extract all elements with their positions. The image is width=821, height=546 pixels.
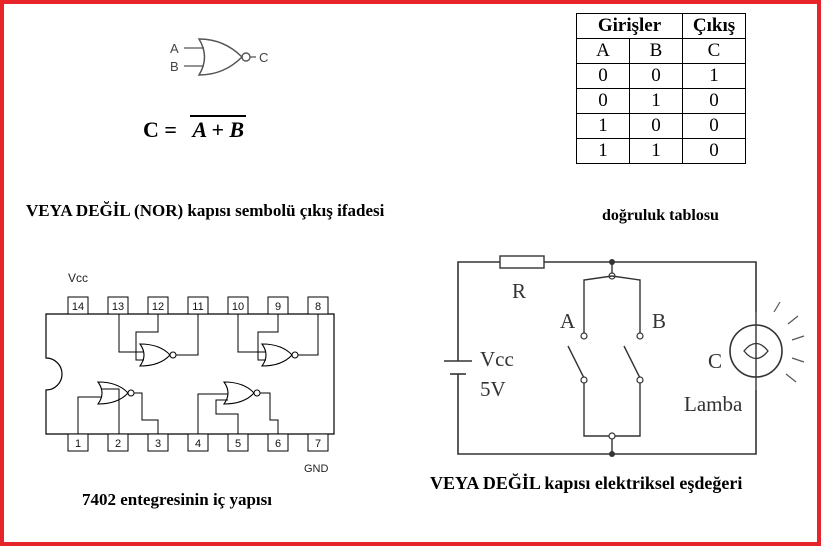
ic-pin-number: 3	[155, 438, 161, 450]
branch-b-top-wire	[611, 275, 641, 334]
switch-a-blade	[567, 345, 585, 379]
ic-pin-number: 6	[275, 438, 281, 450]
nor-gate-2	[197, 381, 279, 434]
ic-pin-number: 9	[275, 301, 281, 313]
switch-b-pivot	[636, 376, 644, 384]
table-row: 0 1 0	[576, 88, 746, 114]
ic-pin-box	[307, 433, 329, 452]
top-pin-row: 14 13 12 11 10 9 8	[67, 296, 329, 315]
vcc-pin-label: Vcc	[68, 271, 88, 285]
circuit-caption: VEYA DEĞİL kapısı elektriksel eşdeğeri	[430, 473, 743, 493]
bottom-junction-node	[609, 451, 615, 457]
bottom-terminal-node	[608, 432, 616, 440]
lamp-rays	[773, 301, 805, 383]
cell: 0	[629, 63, 683, 89]
ic-pin-number: 13	[112, 301, 124, 313]
ic-pin-number: 7	[315, 438, 321, 450]
switch-a-contact	[580, 332, 588, 340]
source-label: Vcc	[480, 347, 514, 371]
ic-pin-box	[67, 296, 89, 315]
resistor	[499, 255, 545, 269]
gnd-pin-label: GND	[304, 463, 329, 475]
table-row: 1 1 0	[576, 138, 746, 164]
switch-b-contact	[636, 332, 644, 340]
table-row: 0 0 1	[576, 63, 746, 89]
expression-lhs: C =	[143, 117, 177, 142]
ic-pin-number: 12	[152, 301, 164, 313]
or-body-shape	[197, 38, 244, 76]
cell: 0	[682, 113, 746, 139]
switch-b-blade	[623, 345, 641, 379]
expression-rhs: A + B	[190, 115, 247, 142]
table-row: 1 0 0	[576, 113, 746, 139]
ic-pin-number: 2	[115, 438, 121, 450]
output-expression: C = A + B	[143, 115, 247, 143]
nor-gate-symbol: A B C	[170, 38, 268, 76]
truth-table-columns: A B C	[576, 38, 746, 64]
switch-b-label: B	[652, 309, 666, 333]
cell: 1	[576, 113, 630, 139]
column-b: B	[629, 38, 683, 64]
resistor-label: R	[512, 279, 526, 303]
ic-pin-number: 14	[72, 301, 84, 313]
bottom-pin-row: 1 2 3 4 5 6 7	[67, 433, 329, 452]
table-caption: doğruluk tablosu	[602, 207, 719, 224]
ic-pin-box	[107, 433, 129, 452]
column-a: A	[576, 38, 630, 64]
ic-pin-number: 10	[232, 301, 244, 313]
header-inputs: Girişler	[576, 13, 683, 39]
cell: 0	[682, 138, 746, 164]
cell: 1	[629, 138, 683, 164]
switch-a-label: A	[560, 309, 576, 333]
ic-pin-number: 5	[235, 438, 241, 450]
ic-pin-number: 8	[315, 301, 321, 313]
nor-gate-3	[118, 314, 199, 367]
lamp-label: C	[708, 349, 722, 373]
lamp-filament	[743, 342, 769, 360]
symbol-caption: VEYA DEĞİL (NOR) kapısı sembolü çıkış if…	[26, 201, 385, 220]
source-value: 5V	[480, 377, 506, 401]
switch-a-pivot	[580, 376, 588, 384]
header-output: Çıkış	[682, 13, 746, 39]
chip-body	[45, 313, 335, 435]
ic-pin-number: 4	[195, 438, 201, 450]
symbol-input-a-label: A	[170, 41, 179, 56]
wire-top-right	[544, 261, 757, 312]
cell: 1	[682, 63, 746, 89]
inverter-bubble	[241, 52, 251, 62]
wire-bottom	[457, 374, 757, 455]
wire-left-top	[457, 261, 500, 361]
nor-gate-4	[237, 314, 319, 367]
cell: 0	[576, 63, 630, 89]
cell: 0	[576, 88, 630, 114]
column-c: C	[682, 38, 746, 64]
truth-table-header: Girişler Çıkış	[576, 13, 746, 39]
truth-table: Girişler Çıkış A B C 0 0 1 0 1 0 1 0 0 1…	[576, 13, 746, 164]
ic-caption: 7402 entegresinin iç yapısı	[82, 490, 272, 509]
cell: 1	[629, 88, 683, 114]
nor-gate-1	[77, 381, 159, 434]
cell: 1	[576, 138, 630, 164]
ic-pin-box	[107, 296, 129, 315]
lamp-name: Lamba	[684, 392, 743, 416]
ic-pin-number: 11	[192, 301, 203, 313]
branch-bottom-wire	[583, 383, 641, 437]
cell: 0	[682, 88, 746, 114]
ic-pin-number: 1	[75, 438, 81, 450]
nor-equivalent-circuit: R A B Vcc 5V C Lamba	[444, 255, 805, 457]
symbol-output-label: C	[259, 50, 268, 65]
branch-a-top-wire	[583, 275, 613, 334]
cell: 0	[629, 113, 683, 139]
symbol-input-b-label: B	[170, 59, 179, 74]
